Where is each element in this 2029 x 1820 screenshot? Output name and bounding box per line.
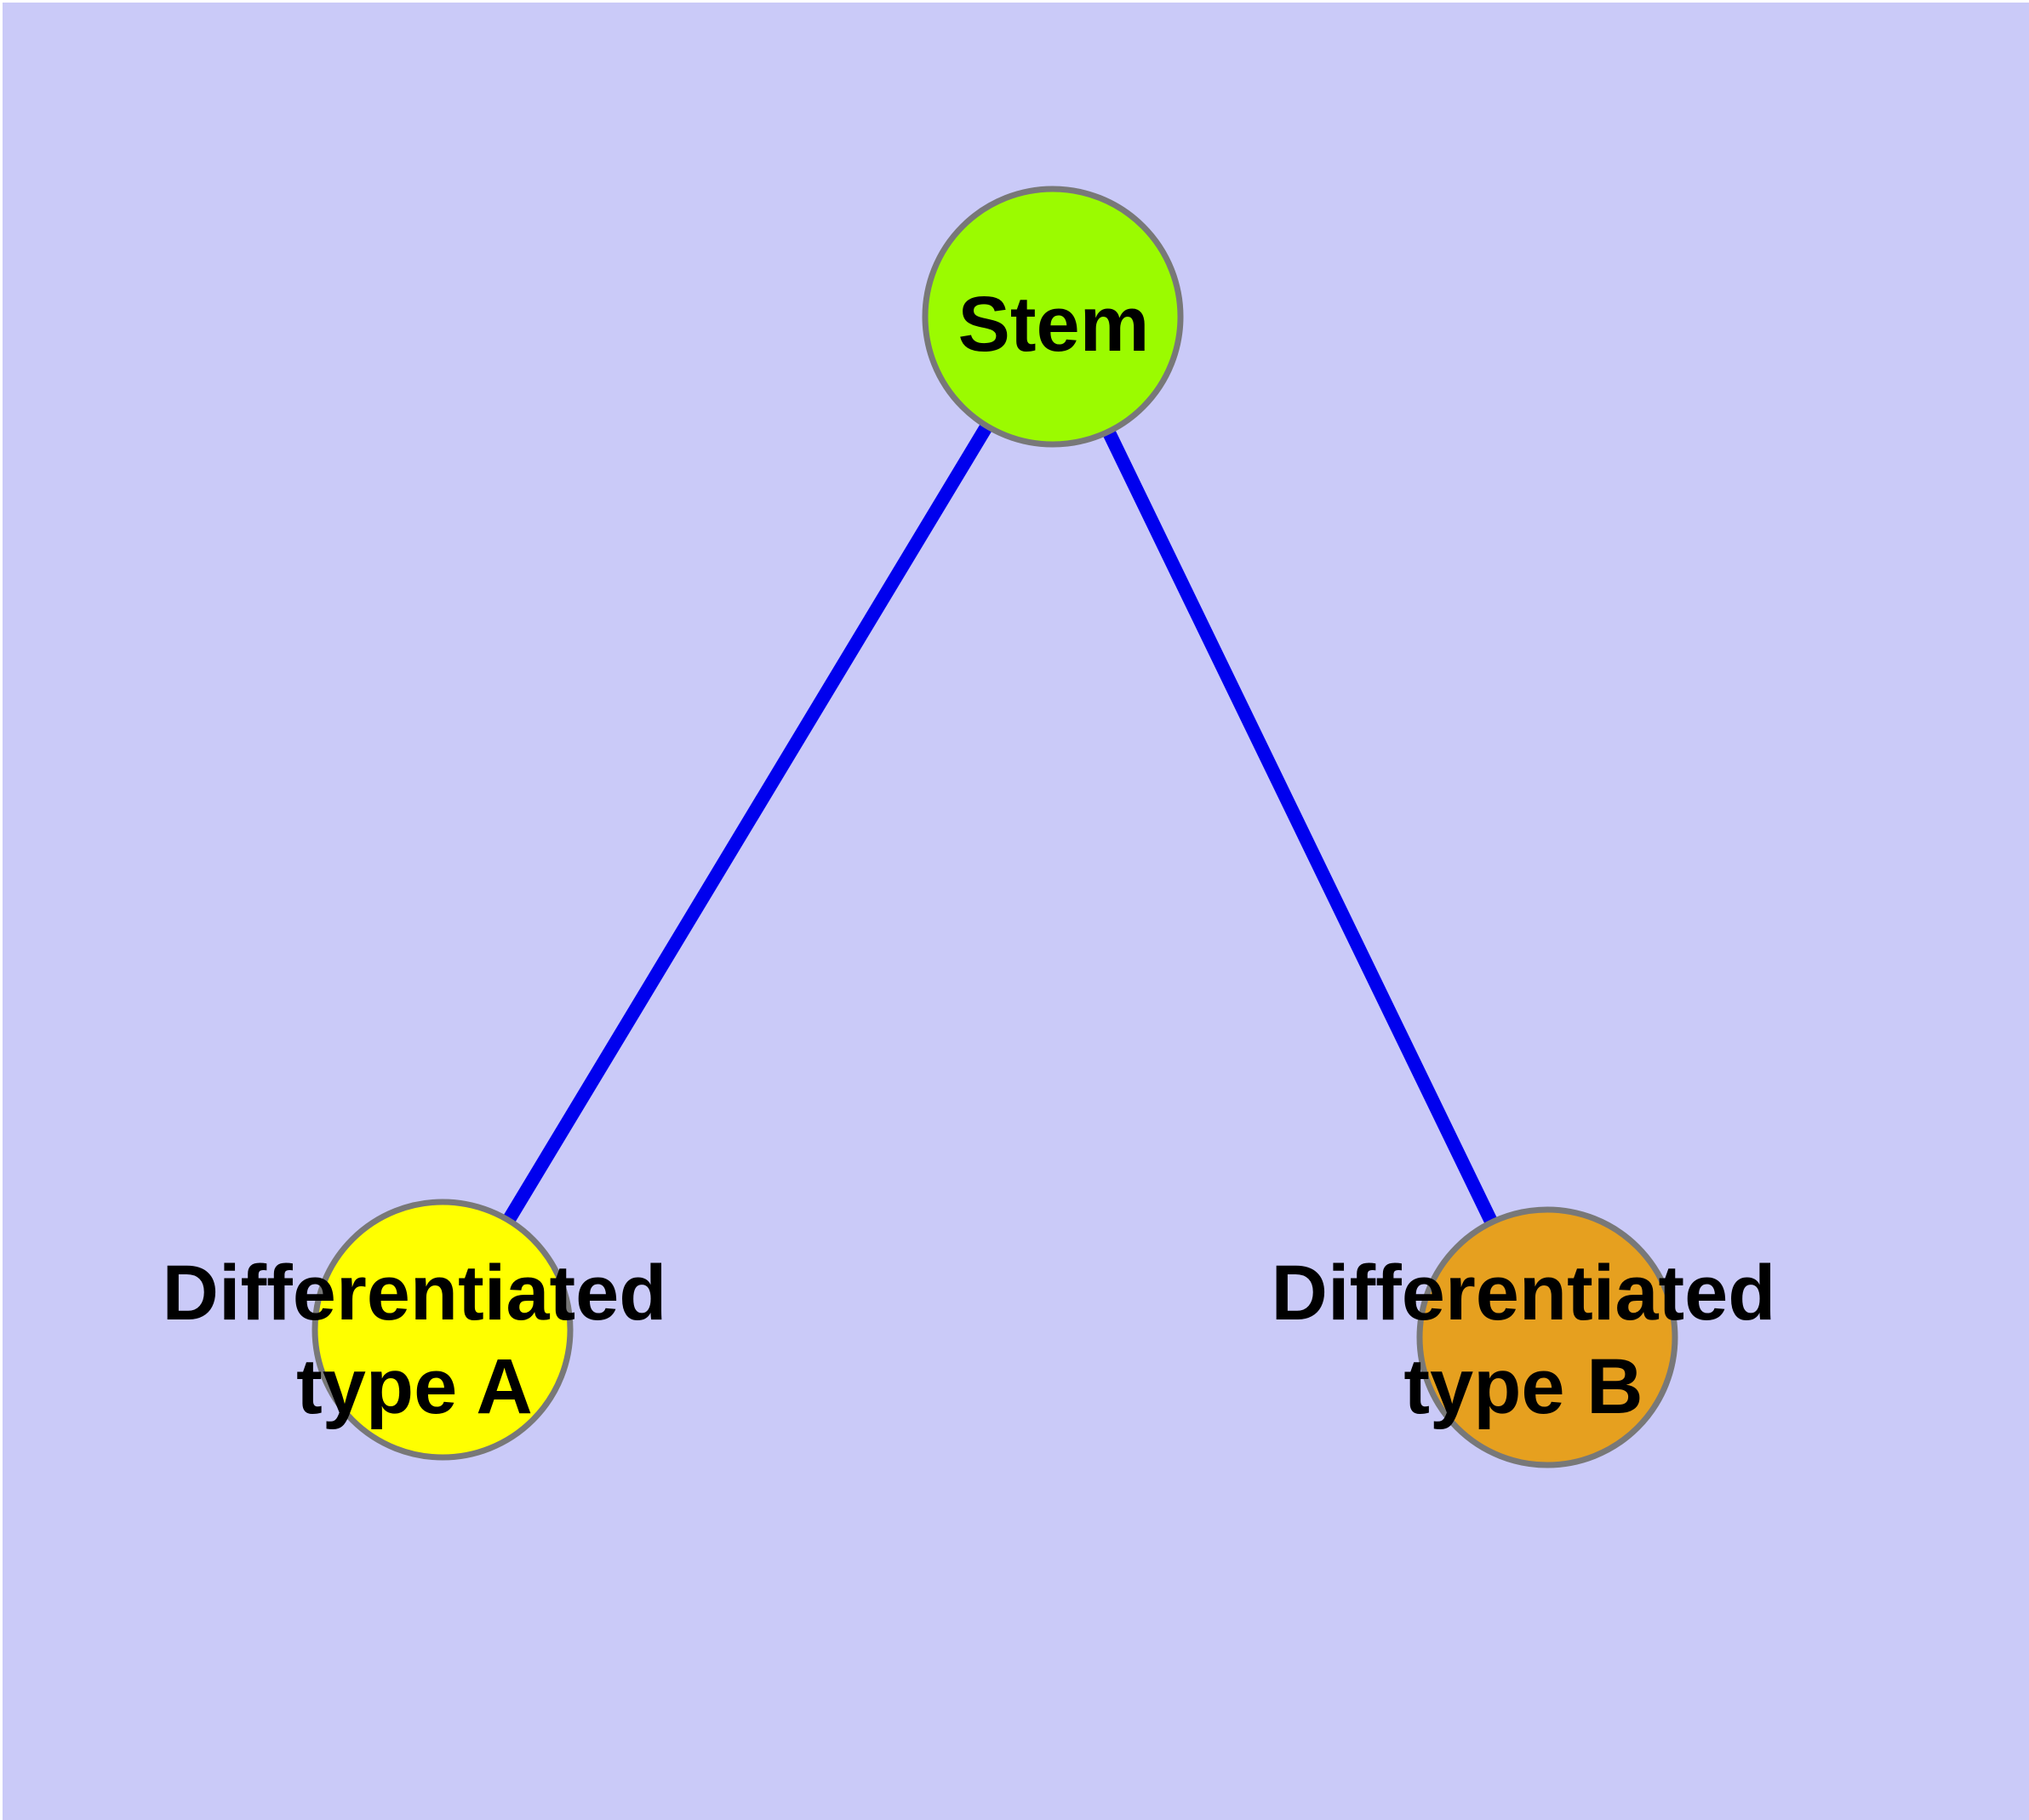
node-type-b-label-line1: Differentiated [1272, 1250, 1776, 1336]
edge-stem-to-type-a [437, 312, 1059, 1334]
node-type-a-label-line2: type A [296, 1343, 533, 1430]
node-type-a-label-line1: Differentiated [163, 1250, 667, 1336]
edge-stem-to-type-b [1046, 313, 1554, 1341]
node-differentiated-type-b [1416, 1206, 1678, 1468]
node-differentiated-type-a [311, 1199, 574, 1461]
node-stem [922, 186, 1184, 448]
node-type-b-label-line2: type B [1403, 1343, 1643, 1430]
node-stem-label: Stem [958, 281, 1150, 368]
